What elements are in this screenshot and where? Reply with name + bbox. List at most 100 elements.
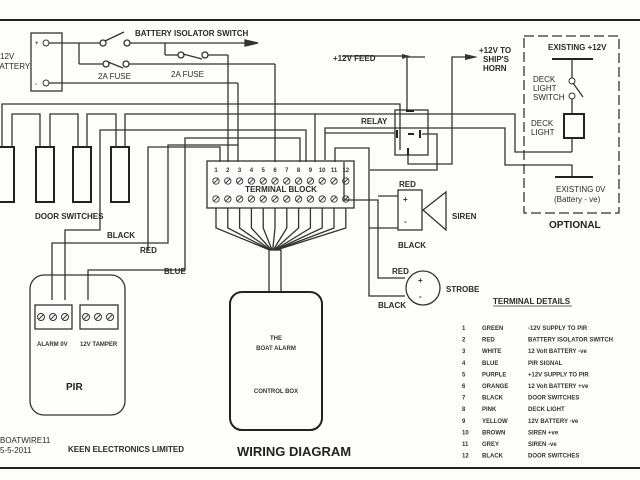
terminal-wire <box>272 208 276 251</box>
horn-label-3: HORN <box>483 64 507 73</box>
terminal-detail-row: 7 BLACK DOOR SWITCHES <box>462 396 579 402</box>
battery-minus-label: - <box>35 82 37 88</box>
terminal-color: RED <box>482 338 495 344</box>
horn-label-1: +12V TO <box>479 46 511 55</box>
terminal-number: 8 <box>297 168 301 174</box>
terminal-num: 4 <box>462 361 466 367</box>
pir-sensor: ALARM 0V 12V TAMPER PIR <box>29 274 126 416</box>
terminal-number: 10 <box>319 168 326 174</box>
existing-0v-label: EXISTING 0V <box>556 185 606 194</box>
terminal-num: 8 <box>462 407 466 413</box>
isolator-switch-label: BATTERY ISOLATOR SWITCH <box>135 29 249 38</box>
terminal-number: 11 <box>331 168 338 174</box>
terminal-desc: SIREN +ve <box>528 430 559 436</box>
terminal-number: 5 <box>262 168 266 174</box>
terminal-color: BLUE <box>482 361 498 367</box>
company-name: KEEN ELECTRONICS LIMITED <box>68 445 184 454</box>
terminal-detail-row: 8 PINK DECK LIGHT <box>462 407 565 413</box>
doc-date: 5-5-2011 <box>0 446 32 455</box>
control-box: THE BOAT ALARM CONTROL BOX <box>229 291 323 431</box>
existing-0v-sub: (Battery - ve) <box>554 195 601 204</box>
terminal-color: BROWN <box>482 430 505 436</box>
control-box-line2: BOAT ALARM <box>256 346 296 352</box>
terminal-wire <box>250 208 272 251</box>
terminal-color: WHITE <box>482 349 501 355</box>
terminal-desc: BATTERY ISOLATOR SWITCH <box>528 338 613 344</box>
wire-red-label: RED <box>140 246 157 255</box>
siren-red-label: RED <box>399 180 416 189</box>
terminal-details-title: TERMINAL DETAILS <box>493 297 571 306</box>
siren: + - <box>397 189 447 232</box>
fuse-2-label: 2A FUSE <box>171 70 204 79</box>
strobe-red-label: RED <box>392 267 409 276</box>
terminal-wire <box>215 208 270 251</box>
relay <box>324 54 478 171</box>
terminal-number: 7 <box>285 168 289 174</box>
existing-12v-label: EXISTING +12V <box>548 43 607 52</box>
terminal-num: 12 <box>462 454 469 460</box>
terminal-num: 3 <box>462 349 466 355</box>
battery: + - 12V BATTERY <box>0 32 63 92</box>
optional-label: OPTIONAL <box>549 220 601 231</box>
terminal-desc: 12V BATTERY -ve <box>528 419 579 425</box>
terminal-num: 7 <box>462 396 466 402</box>
pir-alarm-label: ALARM 0V <box>37 342 68 348</box>
battery-label-2: BATTERY <box>0 62 31 71</box>
siren-label: SIREN <box>452 212 477 221</box>
terminal-number: 12 <box>342 168 349 174</box>
deck-switch-label-3: SWITCH <box>533 93 565 102</box>
terminal-wire <box>273 208 300 251</box>
terminal-color: BLACK <box>482 396 504 402</box>
wire-blue-label: BLUE <box>164 267 186 276</box>
terminal-desc: 12 Volt BATTERY -ve <box>528 349 587 355</box>
wire-black-label: BLACK <box>107 231 135 240</box>
terminal-detail-row: 9 YELLOW 12V BATTERY -ve <box>462 419 579 425</box>
terminal-num: 5 <box>462 372 466 378</box>
terminal-desc: 12 Volt BATTERY +ve <box>528 384 589 390</box>
terminal-color: PURPLE <box>482 372 506 378</box>
terminal-desc: +12V SUPPLY TO PIR <box>528 372 589 378</box>
siren-minus: - <box>404 217 407 226</box>
terminal-color: PINK <box>482 407 497 413</box>
strobe-minus: - <box>419 292 422 301</box>
pir-tamper-label: 12V TAMPER <box>80 342 118 348</box>
strobe-plus: + <box>418 276 423 285</box>
terminal-wire <box>262 208 273 251</box>
terminal-block-label: TERMINAL BLOCK <box>245 185 317 194</box>
terminal-num: 1 <box>462 326 466 332</box>
terminal-color: GREY <box>482 442 499 448</box>
strobe-label: STROBE <box>446 285 480 294</box>
terminal-desc: DOOR SWITCHES <box>528 396 579 402</box>
terminal-desc: DECK LIGHT <box>528 407 565 413</box>
terminal-desc: SIREN -ve <box>528 442 557 448</box>
terminal-number: 6 <box>273 168 277 174</box>
terminal-color: GREEN <box>482 326 503 332</box>
terminal-color: YELLOW <box>482 419 508 425</box>
deck-light-label-1: DECK <box>531 119 554 128</box>
terminal-num: 6 <box>462 384 466 390</box>
strobe-black-label: BLACK <box>378 301 406 310</box>
terminal-detail-row: 5 PURPLE +12V SUPPLY TO PIR <box>462 372 589 378</box>
door-switches-label: DOOR SWITCHES <box>35 212 104 221</box>
siren-plus: + <box>403 195 408 204</box>
deck-light-label-2: LIGHT <box>531 128 555 137</box>
doc-ref: BOATWIRE11 <box>0 436 51 445</box>
terminal-wire <box>272 208 288 251</box>
battery-label: 12V <box>0 52 15 61</box>
terminal-num: 9 <box>462 419 466 425</box>
terminal-color: BLACK <box>482 454 504 460</box>
terminal-detail-row: 2 RED BATTERY ISOLATOR SWITCH <box>462 338 613 344</box>
deck-switch-label-1: DECK <box>533 75 556 84</box>
horn-label-2: SHIP'S <box>483 55 510 64</box>
siren-black-label: BLACK <box>398 241 426 250</box>
strobe: + - <box>405 270 441 306</box>
terminal-num: 2 <box>462 338 466 344</box>
